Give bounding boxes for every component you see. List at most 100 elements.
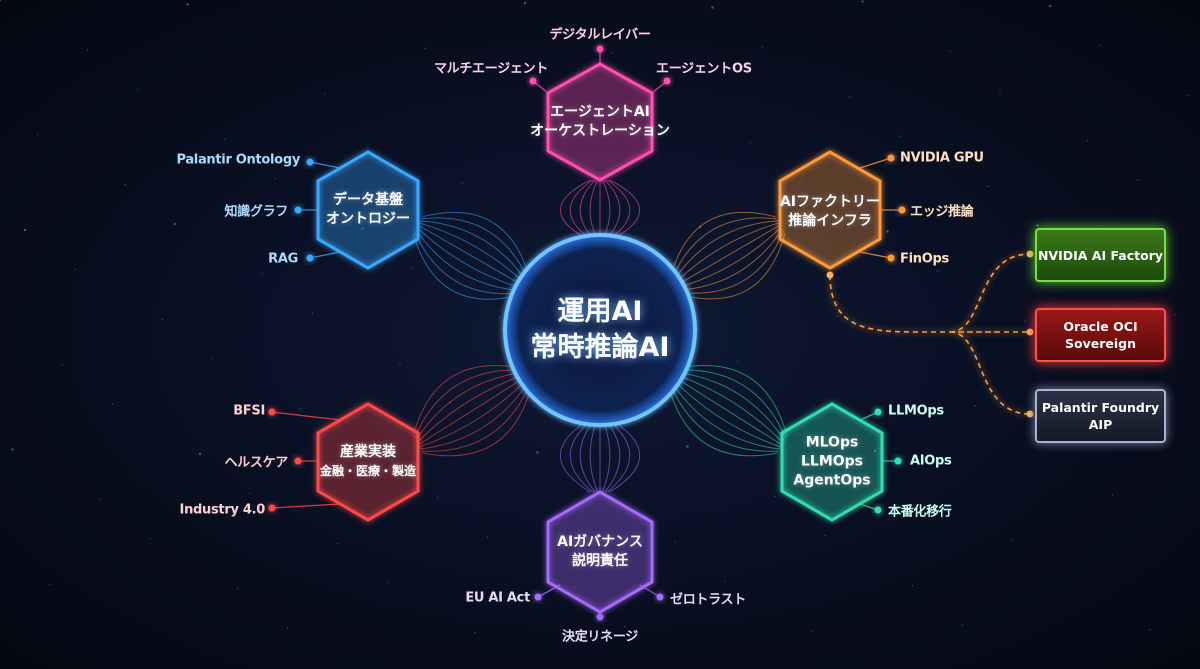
star	[499, 317, 501, 319]
satellite-label: RAG	[268, 251, 298, 267]
star	[1186, 94, 1189, 96]
fiber-line	[601, 421, 611, 493]
star	[624, 626, 626, 628]
hex-factory-line2: 推論インフラ	[788, 213, 872, 229]
hex-ops-label: MLOps LLMOps AgentOps	[793, 434, 870, 491]
star	[1036, 224, 1039, 227]
satellite-label: エージェントOS	[656, 61, 752, 77]
star	[149, 538, 151, 540]
star	[536, 451, 539, 454]
fiber-line	[681, 372, 785, 442]
platform-box-nvidia: NVIDIA AI Factory	[1035, 228, 1166, 282]
fiber-line	[604, 421, 621, 493]
fiber-line	[675, 220, 778, 278]
fiber-line	[601, 179, 611, 239]
star	[124, 184, 126, 186]
star	[186, 3, 189, 6]
fiber-line	[569, 179, 594, 239]
fiber-line	[416, 375, 521, 444]
fiber-line	[671, 211, 776, 272]
platform-dot	[1026, 328, 1034, 336]
star	[824, 535, 826, 537]
star	[749, 141, 751, 143]
hex-data-line2: オントロジー	[326, 211, 410, 227]
hex-agent-line2: オーケストレーション	[530, 123, 670, 139]
hex-governance-line2: 説明責任	[571, 553, 628, 569]
star	[274, 178, 276, 180]
fiber-line	[422, 211, 528, 272]
star	[249, 492, 251, 494]
satellite-label: AIOps	[910, 453, 952, 469]
satellite-dot	[596, 613, 604, 621]
star	[474, 632, 476, 634]
star	[761, 46, 764, 48]
fiber-line	[684, 231, 785, 294]
star	[774, 495, 776, 497]
fiber-line	[685, 365, 788, 438]
fiber-line	[412, 233, 514, 300]
star	[311, 312, 314, 314]
star	[724, 580, 726, 582]
satellite-label: EU AI Act	[465, 590, 530, 606]
star	[386, 582, 389, 584]
fiber-line	[589, 179, 599, 239]
star	[974, 405, 976, 407]
star	[411, 267, 414, 269]
star	[461, 182, 464, 184]
connector-line	[309, 161, 341, 169]
fiber-line	[419, 222, 523, 282]
satellite-label: ヘルスケア	[224, 455, 288, 471]
satellite-label: ゼロトラスト	[670, 592, 746, 608]
core-title-line2: 常時推論AI	[530, 332, 670, 363]
fiber-line	[559, 179, 591, 239]
star	[61, 364, 64, 366]
satellite-label: エッジ推論	[910, 204, 974, 220]
fiber-line	[673, 217, 777, 275]
satellite-label: NVIDIA GPU	[900, 150, 984, 166]
star	[698, 225, 702, 229]
fiber-line	[419, 381, 525, 448]
fiber-line	[421, 217, 527, 275]
satellite-dot	[534, 593, 542, 601]
fiber-line	[604, 179, 621, 239]
hex-industry-label: 産業実装 金融・医療・製造	[320, 443, 416, 481]
fiber-line	[420, 384, 527, 450]
satellite-label: BFSI	[233, 403, 265, 419]
star	[261, 273, 264, 275]
platform-dot	[1026, 250, 1034, 258]
fiber-line	[412, 365, 515, 438]
hex-node-ops	[780, 402, 884, 522]
hex-ops-line3: AgentOps	[793, 472, 871, 489]
satellite-label: Industry 4.0	[179, 502, 266, 518]
connector-line	[859, 251, 892, 259]
hex-governance-label: AIガバナンス 説明責任	[557, 533, 643, 571]
star	[849, 96, 851, 98]
fiber-line	[559, 421, 591, 493]
star	[399, 362, 401, 364]
star	[711, 6, 714, 9]
satellite-label: 決定リネージ	[562, 629, 638, 645]
star	[1024, 320, 1026, 322]
hex-node-factory	[778, 150, 882, 270]
satellite-dot	[656, 593, 664, 601]
satellite-dot	[596, 45, 604, 53]
platform-oracle-line2: Sovereign	[1064, 336, 1136, 351]
satellite-dot	[306, 158, 314, 166]
fiber-line	[579, 421, 596, 493]
hex-industry-line2: 金融・医療・製造	[319, 464, 417, 478]
fiber-line	[677, 378, 783, 446]
fiber-line	[609, 421, 641, 493]
hex-ops-line2: LLMOps	[800, 453, 864, 470]
hex-data-label: データ基盤 オントロジー	[326, 191, 410, 229]
star	[0, 0, 2, 2]
star	[961, 624, 964, 626]
fiber-line	[420, 220, 525, 279]
fiber-line	[421, 388, 529, 452]
satellite-label: 本番化移行	[888, 504, 952, 520]
star	[86, 49, 89, 51]
platform-palantir-line2: AIP	[1088, 417, 1113, 432]
hex-factory-line1: AIファクトリー	[779, 194, 881, 210]
star	[936, 270, 939, 272]
star	[11, 448, 14, 451]
